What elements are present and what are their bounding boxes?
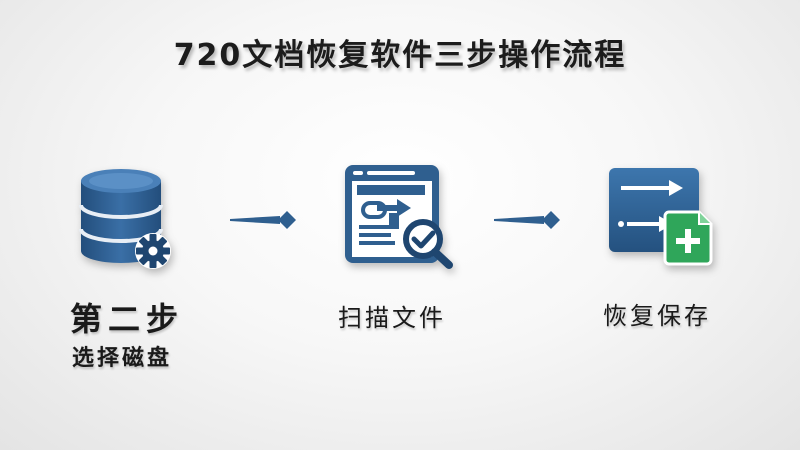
restore-save-icon <box>607 166 722 266</box>
step1-title: 第二步 <box>70 300 185 338</box>
page-title: 720文档恢复软件三步操作流程 <box>173 38 627 73</box>
flow-arrow <box>494 208 564 232</box>
step1-label: 选择磁盘 <box>72 346 173 371</box>
database-gear-icon <box>75 165 175 273</box>
flow-arrow <box>230 208 300 232</box>
step2-label: 扫描文件 <box>338 304 446 332</box>
scan-document-icon <box>343 163 458 271</box>
step3-label: 恢复保存 <box>603 302 711 330</box>
